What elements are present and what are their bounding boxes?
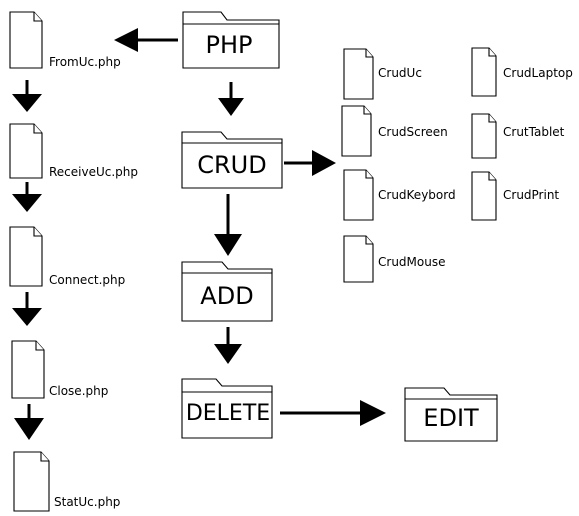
folder-front xyxy=(181,391,273,439)
file-close: Close.php xyxy=(11,340,108,399)
file-fold xyxy=(33,12,42,22)
file-label-fromuc: FromUc.php xyxy=(49,55,121,69)
arrow-add-delete xyxy=(214,327,242,364)
arrow-connect-close xyxy=(12,292,42,326)
file-icon xyxy=(343,48,374,100)
folder-back xyxy=(182,11,280,24)
arrow-php-fromuc xyxy=(114,28,178,52)
file-icon xyxy=(9,226,43,287)
file-fold xyxy=(40,452,49,462)
folder-front xyxy=(181,272,273,322)
file-fold xyxy=(35,341,44,351)
folder-label-crud: CRUD xyxy=(197,151,266,179)
file-connect: Connect.php xyxy=(9,226,125,287)
folder-add: ADD xyxy=(181,261,273,322)
file-fold xyxy=(33,124,42,134)
file-fromuc: FromUc.php xyxy=(9,11,121,69)
arrow-crud-add xyxy=(214,194,242,256)
file-cruduc: CrudUc xyxy=(343,48,422,100)
file-label-connect: Connect.php xyxy=(49,273,125,287)
file-icon xyxy=(341,105,372,157)
file-fold xyxy=(365,170,373,179)
file-crudscreen: CrudScreen xyxy=(341,105,448,157)
file-label-statuc: StatUc.php xyxy=(54,495,120,509)
file-label-receiveuc: ReceiveUc.php xyxy=(49,165,138,179)
folder-edit: EDIT xyxy=(404,387,498,442)
file-crudlaptop: CrudLaptop xyxy=(471,47,573,97)
file-label-cruttablet: CrutTablet xyxy=(503,125,565,139)
folder-front xyxy=(181,142,283,189)
file-fold xyxy=(365,49,373,58)
file-receiveuc: ReceiveUc.php xyxy=(9,123,138,179)
folder-front xyxy=(182,23,280,69)
file-label-cruduc: CrudUc xyxy=(378,66,422,80)
file-icon xyxy=(9,123,43,179)
file-crudkeybord: CrudKeybord xyxy=(343,169,456,221)
file-icon xyxy=(13,451,50,512)
file-icon xyxy=(343,235,374,283)
folder-label-add: ADD xyxy=(200,282,253,310)
file-fold xyxy=(363,106,371,115)
file-icon xyxy=(471,47,497,97)
file-icon xyxy=(11,340,45,399)
folder-label-edit: EDIT xyxy=(423,404,479,432)
arrow-receiveuc-connect xyxy=(12,182,42,212)
folder-front xyxy=(404,398,498,442)
file-statuc: StatUc.php xyxy=(13,451,120,512)
file-crudmouse: CrudMouse xyxy=(343,235,445,283)
file-label-crudlaptop: CrudLaptop xyxy=(503,66,573,80)
folder-label-delete: DELETE xyxy=(186,401,270,426)
file-crudprint: CrudPrint xyxy=(471,171,559,221)
file-label-crudmouse: CrudMouse xyxy=(378,255,445,269)
folder-delete: DELETE xyxy=(181,378,273,439)
folder-crud: CRUD xyxy=(181,131,283,189)
file-label-close: Close.php xyxy=(49,384,108,398)
file-icon xyxy=(343,169,374,221)
file-icon xyxy=(9,11,43,69)
folder-back xyxy=(404,387,498,399)
folder-back xyxy=(181,378,273,392)
file-icon xyxy=(471,171,497,221)
file-icon xyxy=(471,113,497,159)
file-label-crudprint: CrudPrint xyxy=(503,188,559,202)
folder-back xyxy=(181,261,273,273)
file-fold xyxy=(488,48,496,57)
file-label-crudscreen: CrudScreen xyxy=(378,125,448,139)
arrow-fromuc-receiveuc xyxy=(12,80,42,112)
file-fold xyxy=(488,114,496,123)
folder-php: PHP xyxy=(182,11,280,69)
file-fold xyxy=(365,236,373,245)
file-fold xyxy=(488,172,496,181)
file-cruttablet: CrutTablet xyxy=(471,113,565,159)
folder-back xyxy=(181,131,283,143)
file-label-crudkeybord: CrudKeybord xyxy=(378,188,456,202)
arrow-php-crud xyxy=(218,82,244,116)
arrow-delete-edit xyxy=(280,400,386,426)
arrow-crud-files xyxy=(284,150,336,176)
folder-label-php: PHP xyxy=(206,31,253,59)
file-fold xyxy=(33,227,42,237)
arrow-close-statuc xyxy=(14,404,44,440)
